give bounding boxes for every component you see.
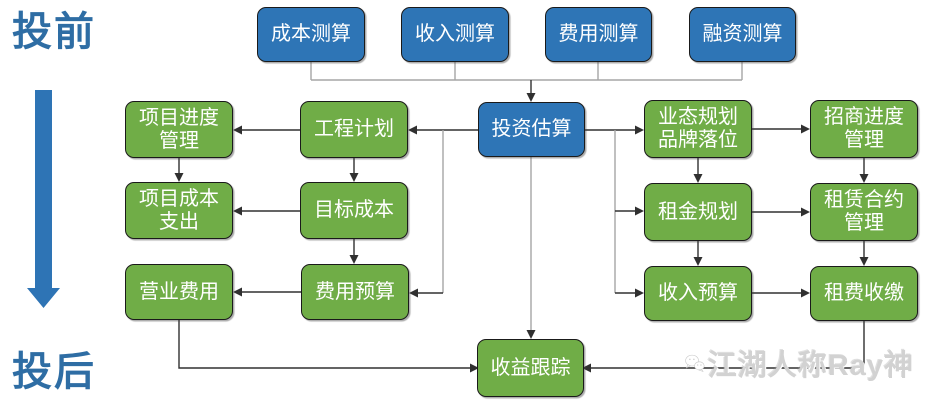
node-label: 费用测算 xyxy=(558,23,639,45)
node-label: 收入预算 xyxy=(658,282,738,304)
node-label: 收入测算 xyxy=(415,23,495,45)
watermark: 江湖人称Ray神 xyxy=(684,338,914,388)
node-operating-expense: 营业费用 xyxy=(125,264,233,320)
node-expense-calc: 费用测算 xyxy=(545,7,652,62)
node-label: 收益跟踪 xyxy=(490,356,571,379)
node-project-schedule-mgmt: 项目进度 管理 xyxy=(125,101,233,158)
node-label: 投资估算 xyxy=(491,118,572,140)
node-rent-planning: 租金规划 xyxy=(644,183,752,241)
node-financing-calc: 融资测算 xyxy=(689,7,796,62)
node-target-cost: 目标成本 xyxy=(300,182,408,239)
phase-label-pre-investment: 投前 xyxy=(12,10,96,54)
node-revenue-tracking: 收益跟踪 xyxy=(477,339,584,397)
node-label: 租金规划 xyxy=(658,200,738,223)
node-project-cost-expenditure: 项目成本 支出 xyxy=(125,182,233,239)
node-lease-contract-mgmt: 租赁合约 管理 xyxy=(810,183,918,241)
node-label: 目标成本 xyxy=(314,199,394,221)
node-expense-budget: 费用预算 xyxy=(301,264,409,320)
node-label: 工程计划 xyxy=(314,118,394,140)
node-label: 租赁合约 管理 xyxy=(824,189,904,234)
node-label: 招商进度 管理 xyxy=(824,106,904,151)
watermark-text: 江湖人称Ray神 xyxy=(707,350,914,382)
node-label: 费用预算 xyxy=(315,280,395,303)
node-leasing-progress-mgmt: 招商进度 管理 xyxy=(810,100,918,158)
node-label: 营业费用 xyxy=(139,280,219,303)
node-format-planning-brand: 业态规划 品牌落位 xyxy=(644,100,752,158)
node-income-calc: 收入测算 xyxy=(401,7,509,62)
node-label: 项目成本 支出 xyxy=(139,187,219,233)
phase-label-post-investment: 投后 xyxy=(12,350,96,394)
node-label: 租费收缴 xyxy=(824,282,904,304)
node-label: 融资测算 xyxy=(702,23,783,45)
node-income-budget: 收入预算 xyxy=(644,266,752,321)
node-label: 项目进度 管理 xyxy=(139,106,219,152)
node-label: 成本测算 xyxy=(271,23,351,45)
node-rent-collection: 租费收缴 xyxy=(810,266,918,321)
node-cost-calc: 成本测算 xyxy=(257,7,365,62)
node-label: 业态规划 品牌落位 xyxy=(658,106,738,151)
node-investment-estimate: 投资估算 xyxy=(478,102,585,157)
wechat-icon xyxy=(685,354,705,373)
node-engineering-plan: 工程计划 xyxy=(300,101,408,158)
